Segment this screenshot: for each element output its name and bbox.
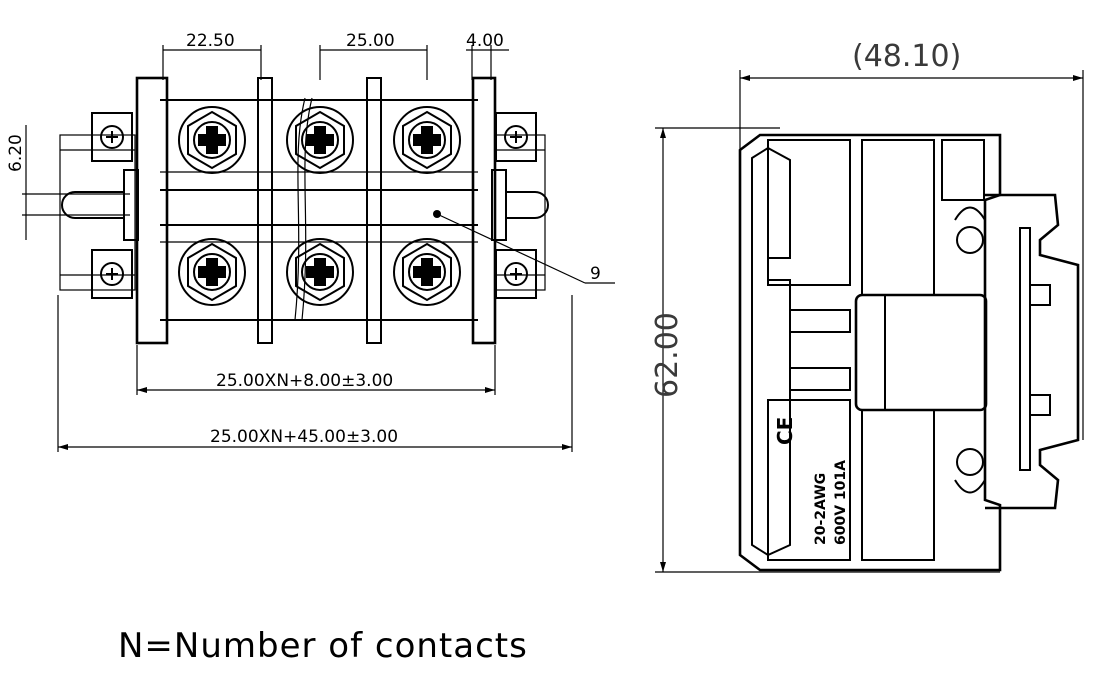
width-dimension: (48.10) (739, 39, 1084, 440)
height-dimension: 62.00 (650, 127, 1000, 573)
side-view: (48.10) 62.00 (650, 39, 1084, 573)
callout-9: 9 (433, 210, 615, 284)
screw-bottom-1 (178, 238, 246, 306)
front-view: 22.50 25.00 4.00 6.20 (6, 31, 615, 452)
dim-slot: 6.20 (6, 134, 26, 172)
dim-overall-length: 25.00XN+45.00±3.00 (210, 427, 398, 447)
din-rail-clip (954, 193, 1080, 510)
dim-height: 62.00 (650, 312, 685, 398)
dim-inner-length: 25.00XN+8.00±3.00 (216, 371, 393, 391)
screw-top-1 (178, 106, 246, 174)
length-dimensions: 25.00XN+8.00±3.00 25.00XN+45.00±3.00 (57, 295, 573, 452)
rating-label: CE 20-2AWG 600V 101A (773, 417, 849, 545)
terminal-body (135, 76, 497, 345)
dim-width: (48.10) (852, 39, 961, 74)
screw-top-3 (393, 106, 461, 174)
ce-mark: CE (773, 417, 797, 445)
right-end-cap (491, 112, 549, 299)
callout-label: 9 (590, 264, 601, 284)
rating-elec: 600V 101A (833, 460, 849, 545)
screw-top-2 (286, 106, 354, 174)
footnote: N=Number of contacts (118, 626, 528, 666)
dim-pitch-left: 22.50 (186, 31, 235, 51)
rating-wire: 20-2AWG (813, 473, 829, 545)
top-dimensions: 22.50 25.00 4.00 (162, 31, 509, 80)
left-end-cap (59, 112, 139, 299)
screw-bottom-2 (286, 238, 354, 306)
dim-right-small: 4.00 (466, 31, 504, 51)
screw-terminals (178, 106, 461, 306)
dim-pitch-center: 25.00 (346, 31, 395, 51)
screw-bottom-3 (393, 238, 461, 306)
slot-dimension: 6.20 (6, 125, 130, 240)
housing (738, 133, 1002, 572)
